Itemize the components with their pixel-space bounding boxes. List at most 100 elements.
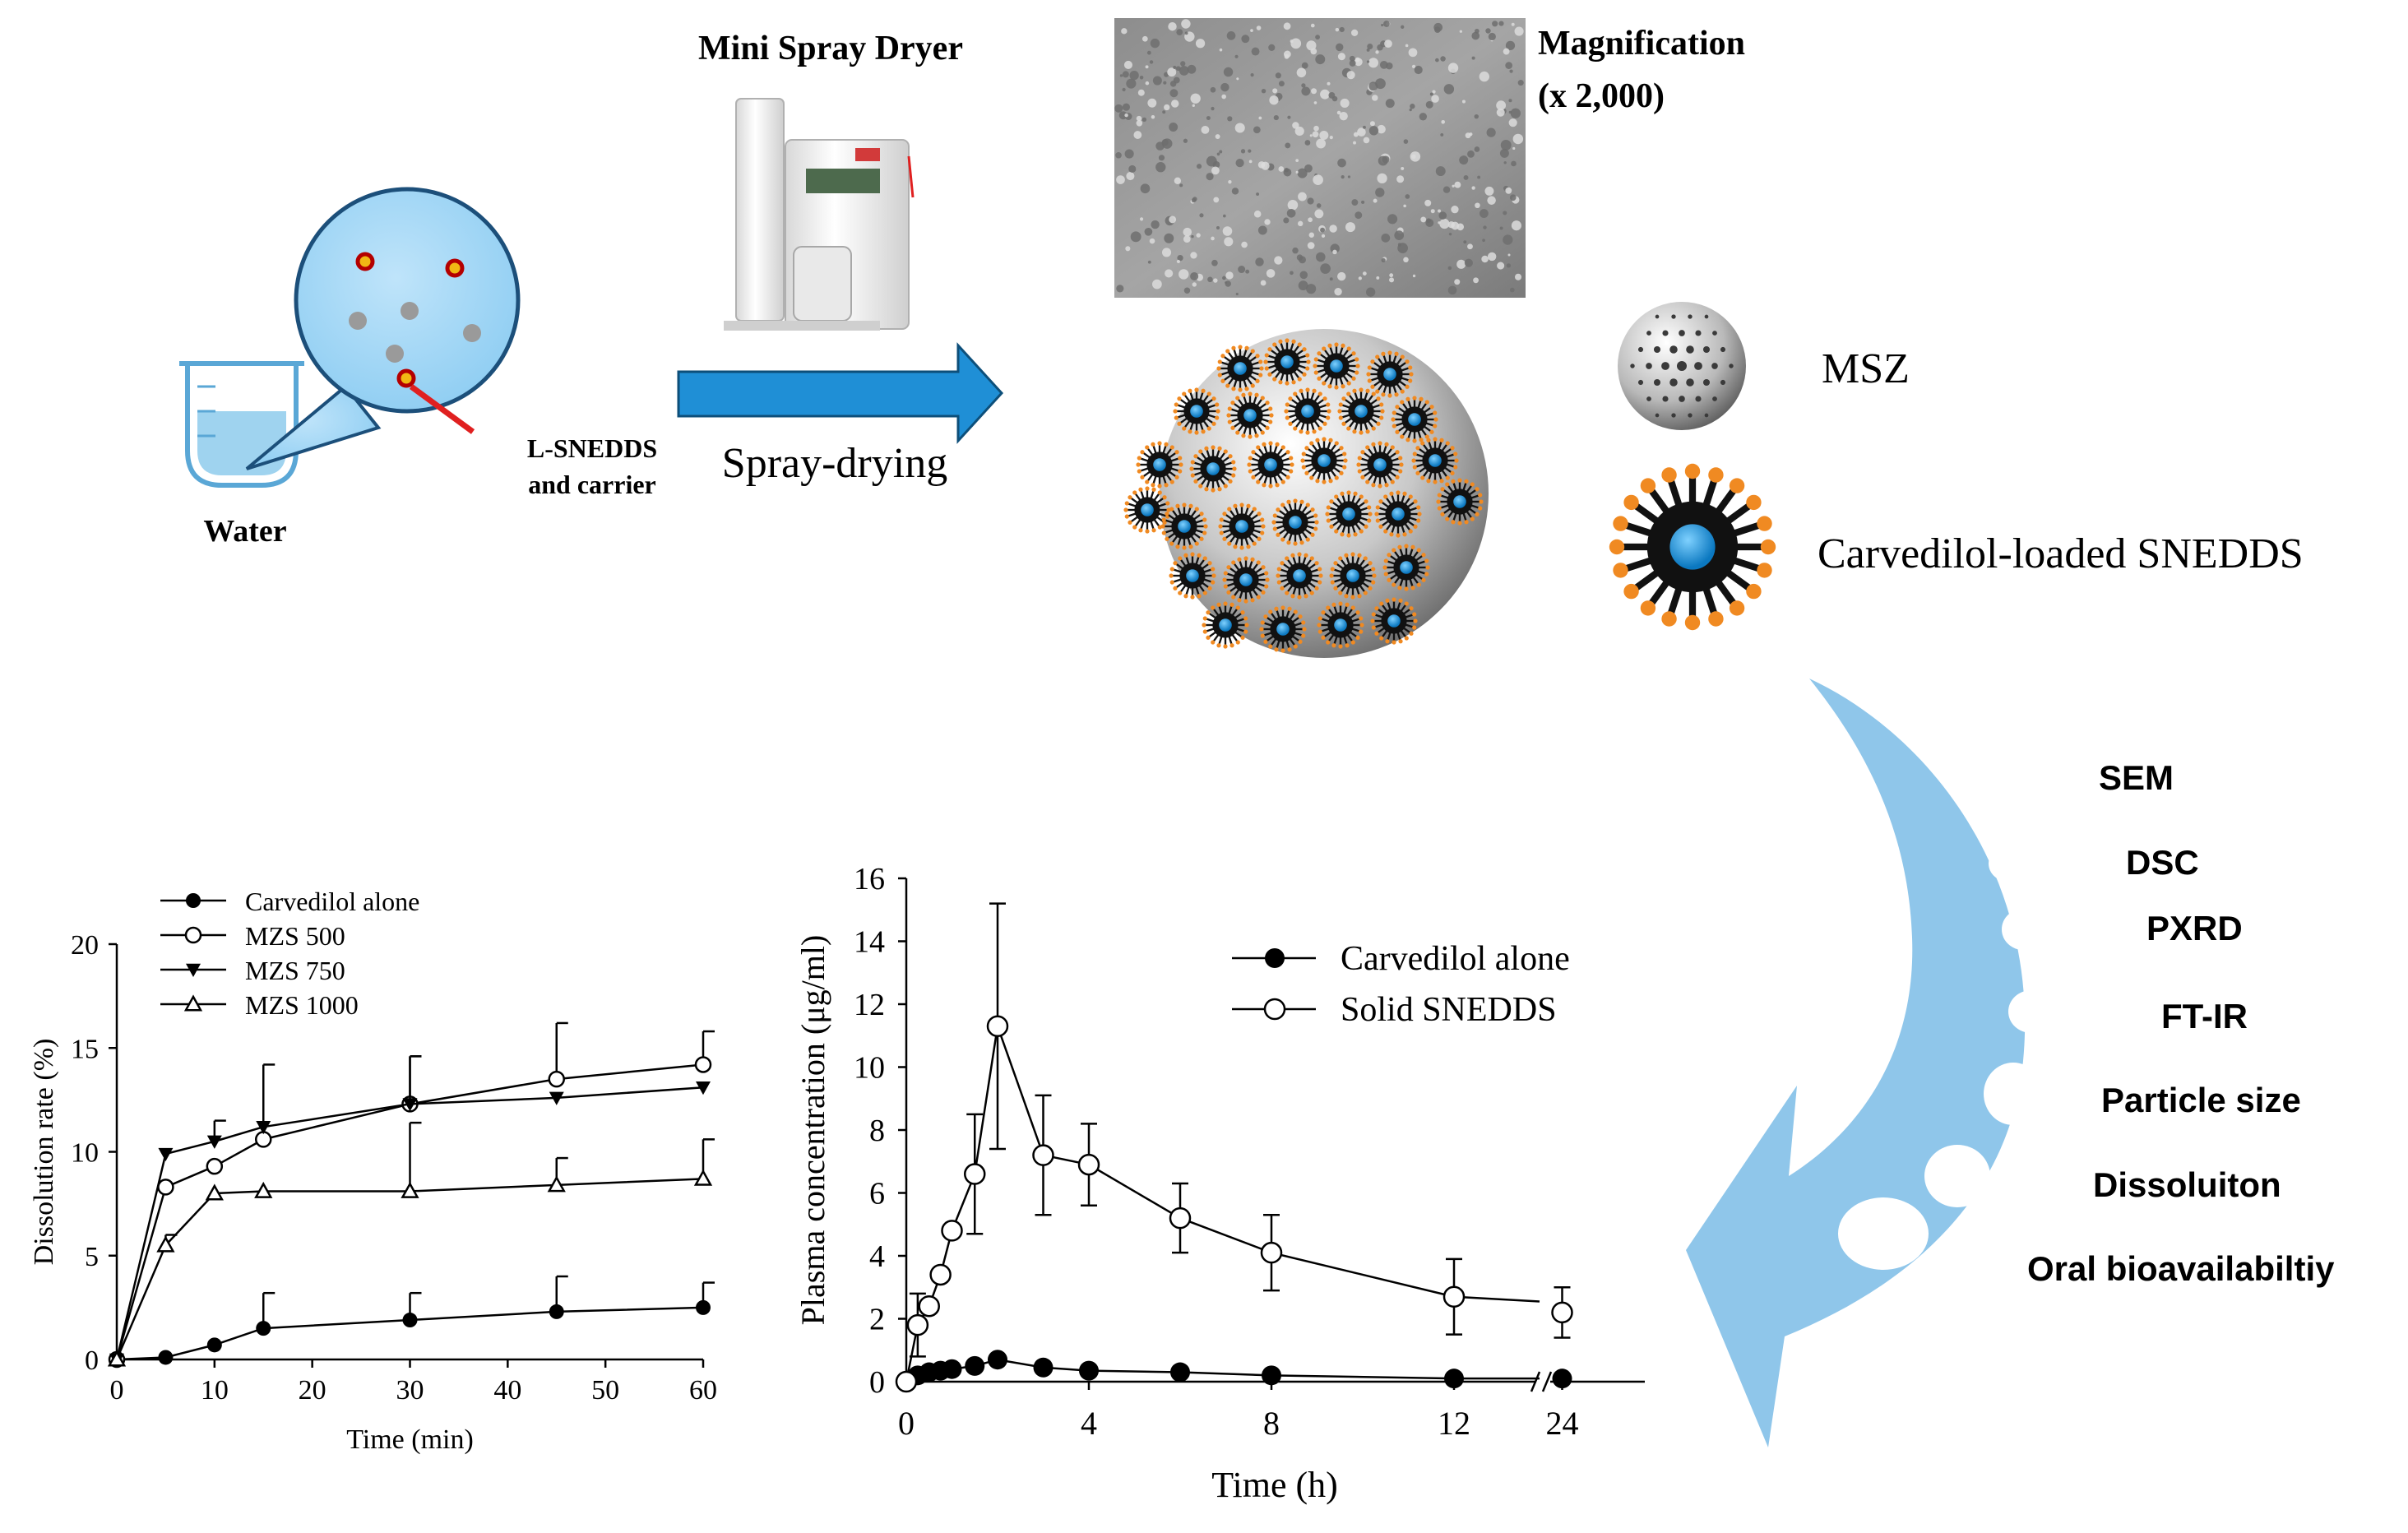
x-tick-label: 0 — [898, 1405, 915, 1442]
data-point — [549, 1091, 564, 1105]
data-point — [1263, 998, 1286, 1021]
data-point — [1444, 1369, 1464, 1389]
x-tick-label: 40 — [493, 1375, 521, 1406]
process-arrow — [677, 342, 1004, 444]
data-point — [986, 1015, 1009, 1038]
data-point — [988, 1350, 1007, 1370]
y-tick-label: 2 — [869, 1303, 885, 1337]
legend-snedds: Carvedilol-loaded SNEDDS — [1818, 530, 2304, 577]
carrier-label-line2: and carrier — [528, 470, 656, 499]
y-tick-label: 20 — [71, 930, 99, 961]
evaluation-label: PXRD — [2146, 909, 2243, 947]
x-tick-label: 8 — [1263, 1405, 1280, 1442]
evaluation-curved-arrow — [1686, 679, 2054, 1447]
data-point — [895, 1370, 918, 1393]
data-point — [1170, 1362, 1190, 1382]
data-point — [1265, 948, 1285, 968]
data-point — [186, 893, 201, 908]
msz-icon — [1618, 302, 1746, 430]
evaluation-label: DSC — [2126, 843, 2199, 882]
dryer-title: Mini Spray Dryer — [698, 30, 963, 67]
data-point — [548, 1070, 565, 1088]
data-point — [549, 1304, 564, 1319]
data-point — [964, 1163, 986, 1185]
carrier-label-line1: L-SNEDDS — [527, 433, 657, 463]
data-point — [184, 926, 202, 944]
data-point — [254, 1181, 273, 1198]
data-point — [1260, 1241, 1283, 1264]
legend-entry: Solid SNEDDS — [1341, 991, 1557, 1029]
data-point — [158, 1350, 174, 1365]
y-tick-label: 6 — [869, 1177, 885, 1211]
beaker-illustration — [179, 361, 304, 488]
x-tick-label: 50 — [591, 1375, 619, 1406]
x-tick-label: 4 — [1081, 1405, 1097, 1442]
data-point — [941, 1220, 963, 1242]
data-point — [694, 1056, 712, 1073]
process-label: Spray-drying — [722, 440, 947, 487]
data-point — [696, 1299, 711, 1315]
data-point — [206, 1135, 222, 1149]
data-point — [1032, 1144, 1054, 1166]
x-tick-label: 30 — [396, 1375, 424, 1406]
legend-entry: MZS 500 — [245, 921, 345, 951]
evaluation-label: Dissoluiton — [2093, 1165, 2281, 1204]
y-tick-label: 10 — [854, 1051, 885, 1086]
y-tick-label: 8 — [869, 1114, 885, 1148]
sem-micrograph — [1114, 18, 1526, 298]
data-point — [205, 1183, 224, 1201]
data-point — [206, 1337, 222, 1353]
y-tick-label: 16 — [854, 862, 885, 896]
x-tick-label: 20 — [299, 1375, 326, 1406]
data-point — [965, 1355, 985, 1376]
water-label: Water — [203, 514, 286, 549]
data-point — [1079, 1360, 1099, 1381]
data-point — [256, 1121, 271, 1135]
legend-entry: MZS 750 — [245, 956, 345, 985]
y-tick-label: 4 — [869, 1239, 885, 1274]
data-point — [906, 1313, 929, 1336]
y-tick-label: 5 — [85, 1242, 99, 1272]
data-point — [158, 1147, 174, 1162]
data-point — [942, 1359, 962, 1379]
evaluation-label: FT-IR — [2161, 997, 2248, 1035]
y-axis-label: Dissolution rate (%) — [29, 1039, 59, 1266]
series-line — [115, 1178, 704, 1360]
y-tick-label: 14 — [854, 925, 885, 960]
x-tick-label: 24 — [1546, 1405, 1579, 1442]
data-point — [402, 1313, 418, 1328]
y-tick-label: 12 — [854, 988, 885, 1022]
data-point — [1442, 1285, 1466, 1308]
legend-entry: Carvedilol alone — [245, 887, 419, 916]
y-tick-label: 0 — [85, 1345, 99, 1376]
y-tick-label: 10 — [71, 1138, 99, 1169]
data-point — [1169, 1206, 1192, 1230]
evaluation-label: SEM — [2099, 758, 2174, 797]
x-axis-label: Time (min) — [346, 1424, 474, 1455]
magnification-line1: Magnification — [1538, 25, 1745, 63]
x-axis-label: Time (h) — [1211, 1465, 1338, 1505]
x-tick-label: 12 — [1438, 1405, 1470, 1442]
data-point — [256, 1321, 271, 1336]
evaluation-label: Oral bioavailabiltiy — [2027, 1249, 2335, 1288]
data-point — [693, 1169, 713, 1186]
data-point — [206, 1157, 224, 1175]
data-point — [107, 1350, 127, 1367]
legend-entry: Carvedilol alone — [1341, 940, 1570, 978]
legend-msz: MSZ — [1822, 345, 1910, 392]
legend-entry: MZS 1000 — [245, 990, 359, 1020]
data-point — [918, 1294, 940, 1318]
data-point — [1033, 1357, 1054, 1378]
data-point — [156, 1235, 175, 1253]
data-point — [696, 1081, 711, 1095]
x-tick-label: 0 — [110, 1375, 124, 1406]
data-point — [1077, 1153, 1100, 1176]
data-point — [157, 1179, 174, 1196]
data-point — [183, 994, 203, 1012]
axis-break — [1530, 1371, 1541, 1392]
data-point — [186, 963, 201, 977]
loaded-carrier-sphere — [1123, 329, 1489, 658]
